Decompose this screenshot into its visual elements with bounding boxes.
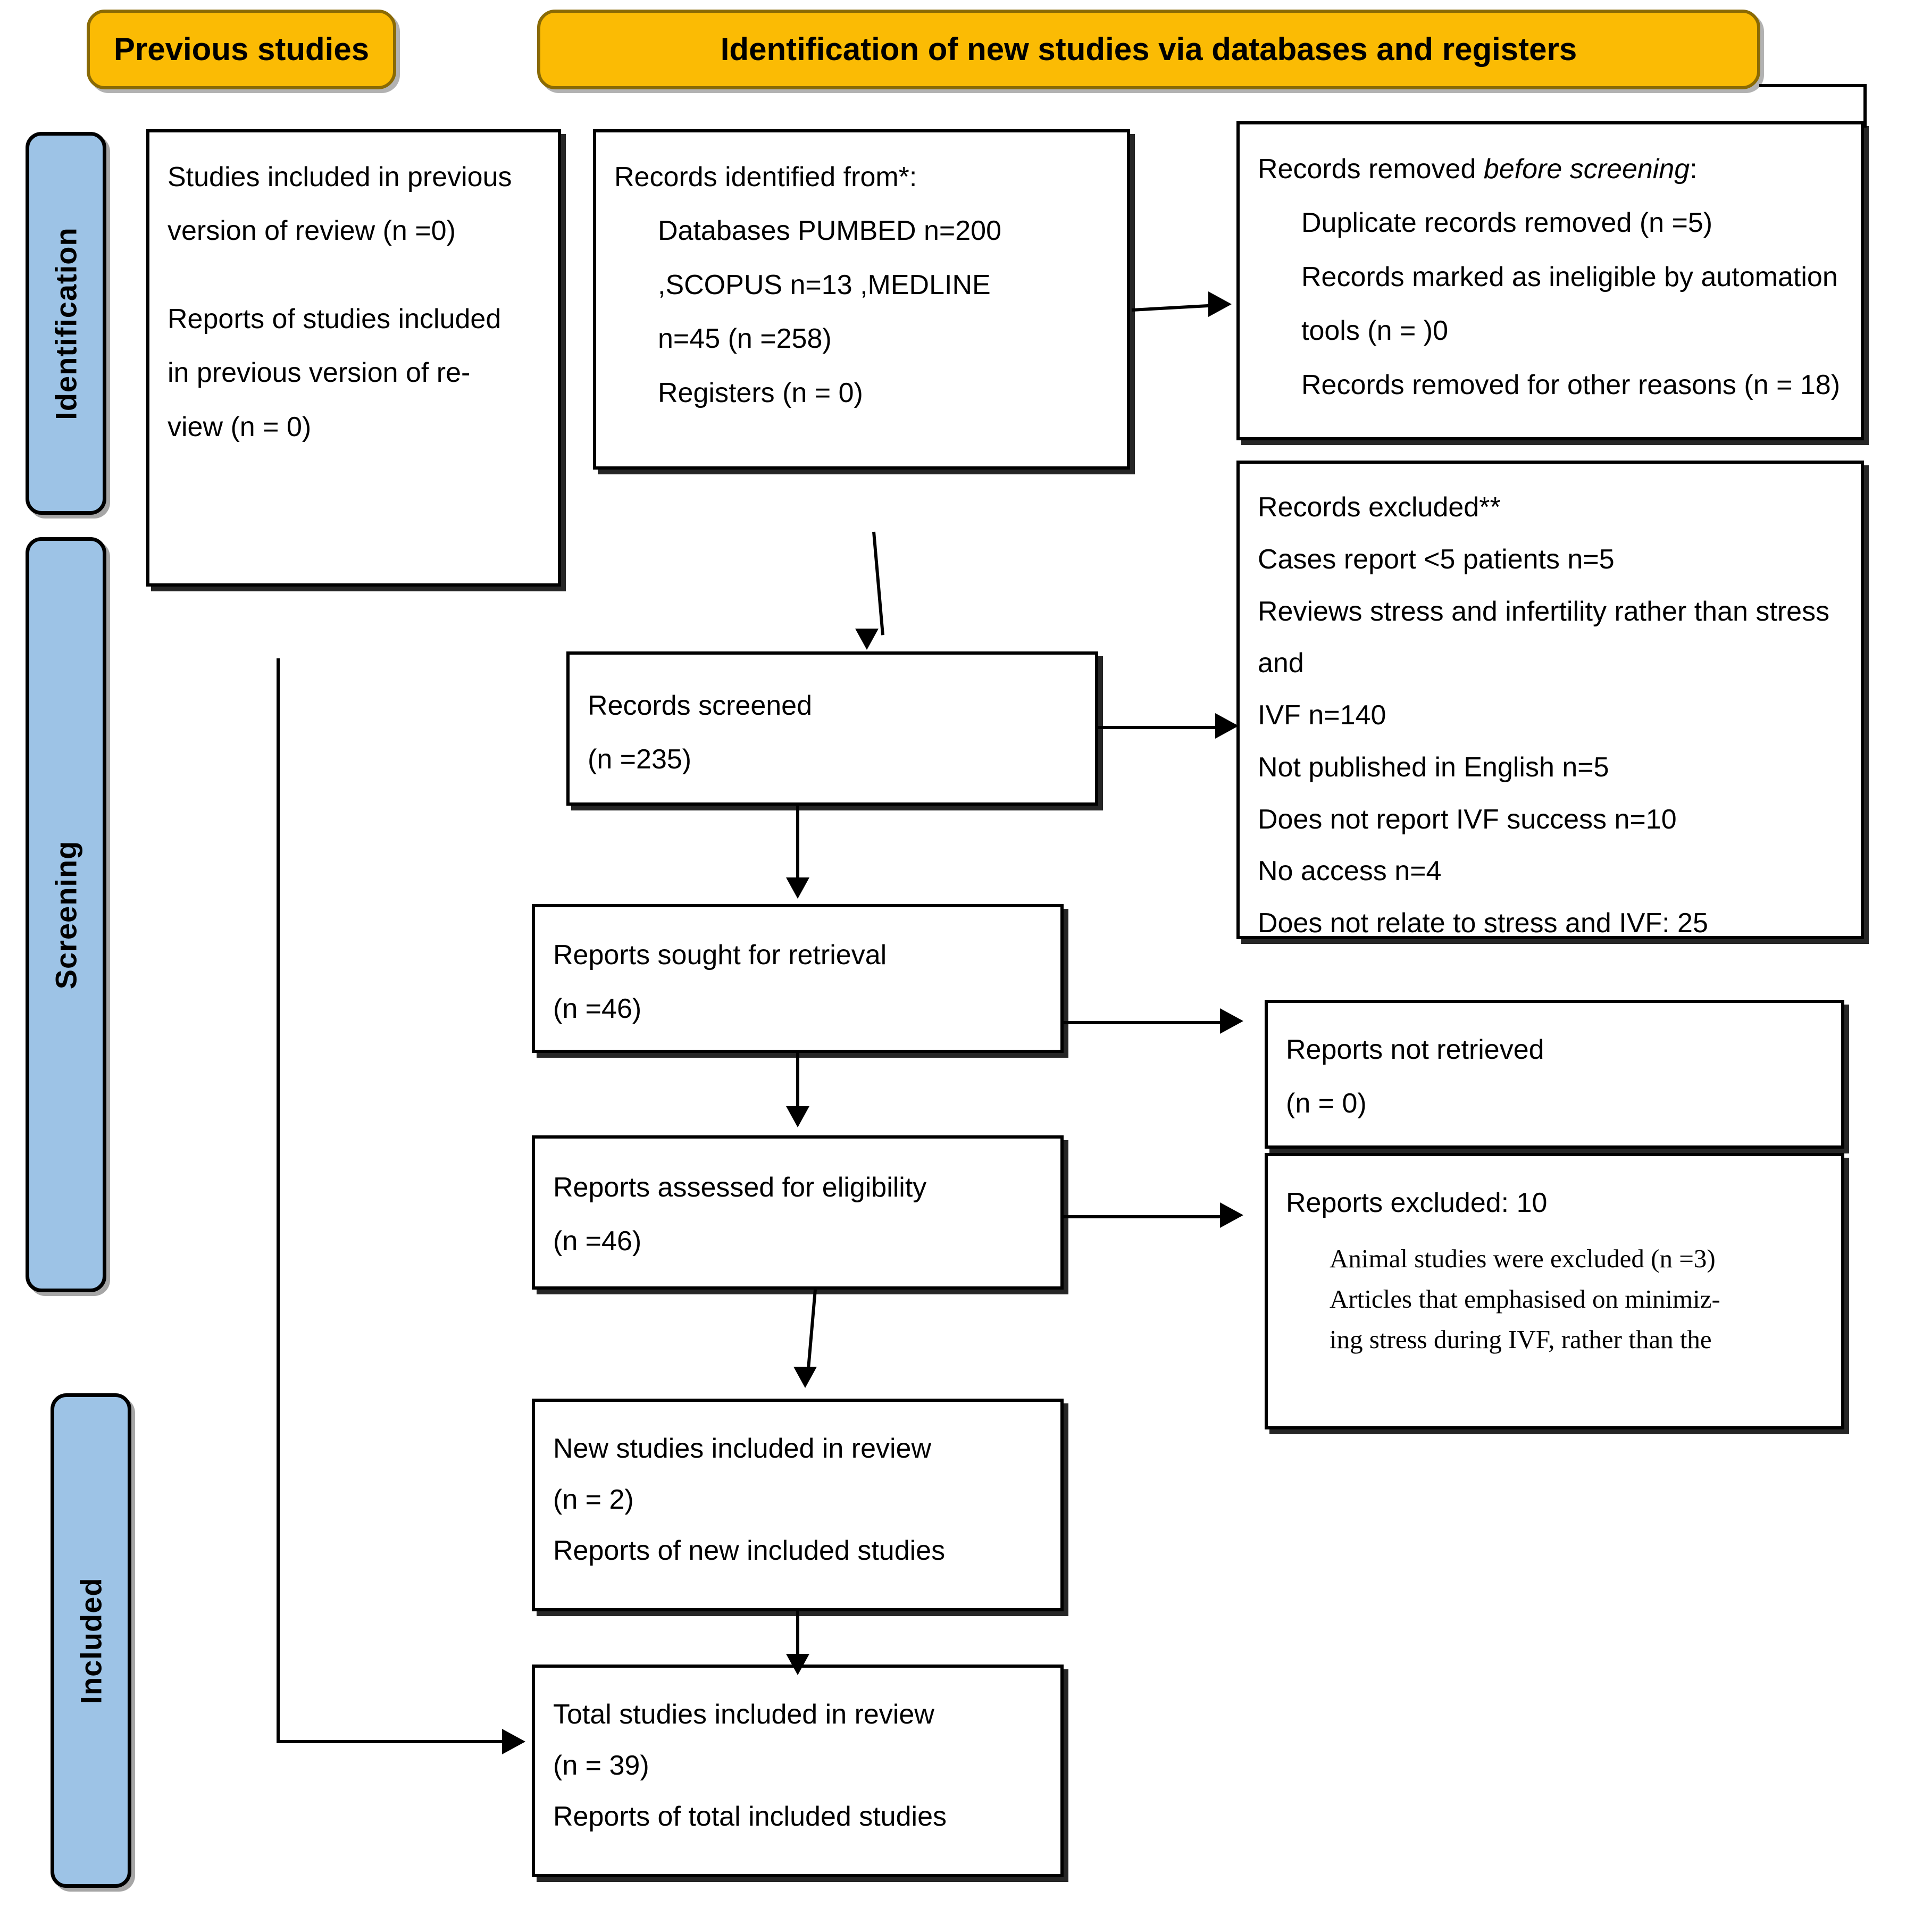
records-identified-line1: Records identified from*: bbox=[614, 162, 917, 193]
box-records-screened: Records screened (n =235) bbox=[566, 651, 1098, 806]
box-total-studies-included: Total studies included in review (n = 39… bbox=[532, 1665, 1064, 1877]
connector-identified-to-screened-line bbox=[872, 531, 884, 635]
box-records-excluded: Records excluded** Cases report <5 patie… bbox=[1236, 461, 1864, 939]
records-screened-line1: Records screened bbox=[588, 690, 812, 721]
connector-identified-to-screened-arrowhead bbox=[855, 629, 879, 650]
connector-banner-to-removed-vertical bbox=[1863, 84, 1867, 128]
records-removed-title-plain: Records removed bbox=[1258, 154, 1484, 185]
records-removed-line3: tools (n = )0 bbox=[1301, 315, 1449, 347]
connector-assessed-to-newstudies-line bbox=[806, 1289, 817, 1375]
previous-included-line2: version of review (n =0) bbox=[168, 215, 456, 247]
reports-not-retrieved-line1: Reports not retrieved bbox=[1286, 1034, 1544, 1065]
connector-assessed-to-excluded-arrowhead bbox=[1220, 1202, 1243, 1228]
rail-screening-label: Screening bbox=[49, 840, 83, 989]
total-studies-line3: Reports of total included studies bbox=[553, 1801, 947, 1833]
new-studies-line2: (n = 2) bbox=[553, 1484, 634, 1516]
records-excluded-line1: Records excluded** bbox=[1258, 492, 1501, 523]
connector-screened-to-excluded-line bbox=[1098, 726, 1218, 729]
records-removed-line2: Records marked as ineligible by automati… bbox=[1301, 261, 1838, 292]
rail-included-label: Included bbox=[74, 1577, 108, 1704]
new-studies-line1: New studies included in review bbox=[553, 1433, 932, 1464]
reports-excluded-line3: Articles that emphasised on minimiz- bbox=[1330, 1284, 1720, 1314]
reports-sought-line1: Reports sought for retrieval bbox=[553, 940, 887, 971]
connector-sought-to-notretrieved-line bbox=[1064, 1021, 1223, 1024]
banner-previous-studies-label: Previous studies bbox=[113, 31, 370, 67]
connector-screened-to-excluded-arrowhead bbox=[1215, 713, 1239, 739]
connector-newstudies-to-total-line bbox=[796, 1611, 799, 1665]
records-identified-line5: Registers (n = 0) bbox=[658, 377, 863, 408]
box-reports-not-retrieved: Reports not retrieved (n = 0) bbox=[1265, 1000, 1844, 1149]
box-records-removed-before-screening: Records removed before screening: Duplic… bbox=[1236, 121, 1864, 440]
rail-screening: Screening bbox=[26, 537, 106, 1292]
spacer bbox=[168, 258, 540, 292]
reports-excluded-line1: Reports excluded: 10 bbox=[1286, 1187, 1548, 1218]
banner-previous-studies: Previous studies bbox=[87, 10, 396, 89]
connector-assessed-to-newstudies-arrowhead bbox=[793, 1367, 817, 1388]
rail-included: Included bbox=[51, 1393, 131, 1888]
reports-excluded-line2: Animal studies were excluded (n =3) bbox=[1330, 1244, 1716, 1274]
connector-screened-to-sought-line bbox=[796, 806, 799, 880]
records-excluded-line4: IVF n=140 bbox=[1258, 700, 1386, 731]
connector-banner-to-removed-horizontal bbox=[1759, 84, 1867, 87]
records-excluded-line8: Does not relate to stress and IVF: 25 bbox=[1258, 908, 1708, 939]
records-identified-line2: Databases PUMBED n=200 bbox=[658, 215, 1002, 247]
connector-previous-to-total-horizontal bbox=[277, 1740, 505, 1743]
records-identified-line4: n=45 (n =258) bbox=[658, 323, 832, 355]
rail-identification-label: Identification bbox=[49, 227, 83, 420]
total-studies-line2: (n = 39) bbox=[553, 1750, 649, 1782]
total-studies-line1: Total studies included in review bbox=[553, 1699, 934, 1730]
reports-not-retrieved-line2: (n = 0) bbox=[1286, 1088, 1367, 1119]
banner-identification-new-studies-label: Identification of new studies via databa… bbox=[720, 31, 1577, 67]
previous-included-line3: Reports of studies included bbox=[168, 303, 501, 334]
connector-identified-to-removed-line bbox=[1131, 304, 1211, 312]
rail-identification: Identification bbox=[26, 132, 106, 515]
reports-assessed-line2: (n =46) bbox=[553, 1226, 642, 1257]
connector-screened-to-sought-arrowhead bbox=[786, 877, 809, 899]
records-removed-line4: Records removed for other reasons (n = 1… bbox=[1301, 369, 1841, 400]
records-excluded-line2: Cases report <5 patients n=5 bbox=[1258, 543, 1615, 575]
reports-sought-line2: (n =46) bbox=[553, 993, 642, 1025]
records-screened-line2: (n =235) bbox=[588, 744, 692, 775]
box-previous-studies-included: Studies included in previous version of … bbox=[146, 129, 561, 587]
records-removed-title-colon: : bbox=[1690, 154, 1698, 185]
connector-sought-to-assessed-line bbox=[796, 1053, 799, 1109]
new-studies-line3: Reports of new included studies bbox=[553, 1535, 946, 1567]
reports-assessed-line1: Reports assessed for eligibility bbox=[553, 1172, 927, 1203]
connector-newstudies-to-total-arrowhead bbox=[786, 1654, 809, 1675]
records-removed-line1: Duplicate records removed (n =5) bbox=[1301, 207, 1713, 239]
connector-sought-to-notretrieved-arrowhead bbox=[1220, 1008, 1243, 1034]
records-excluded-line5: Not published in English n=5 bbox=[1258, 751, 1609, 783]
box-reports-assessed-for-eligibility: Reports assessed for eligibility (n =46) bbox=[532, 1135, 1064, 1290]
banner-identification-new-studies: Identification of new studies via databa… bbox=[537, 10, 1760, 89]
box-records-identified: Records identified from*: Databases PUMB… bbox=[593, 129, 1130, 470]
records-excluded-line3: Reviews stress and infertility rather th… bbox=[1258, 596, 1830, 679]
box-new-studies-included: New studies included in review (n = 2) R… bbox=[532, 1399, 1064, 1611]
records-removed-title-italic: before screening bbox=[1483, 154, 1690, 185]
connector-sought-to-assessed-arrowhead bbox=[786, 1106, 809, 1127]
reports-excluded-line4: ing stress during IVF, rather than the bbox=[1330, 1325, 1712, 1354]
box-reports-excluded: Reports excluded: 10 Animal studies were… bbox=[1265, 1153, 1844, 1429]
connector-previous-to-total-vertical bbox=[277, 658, 280, 1743]
connector-previous-to-total-arrowhead bbox=[502, 1729, 525, 1754]
box-reports-sought-for-retrieval: Reports sought for retrieval (n =46) bbox=[532, 904, 1064, 1053]
records-identified-line3: ,SCOPUS n=13 ,MEDLINE bbox=[658, 269, 991, 300]
records-excluded-line6: Does not report IVF success n=10 bbox=[1258, 804, 1677, 835]
records-removed-title: Records removed before screening: bbox=[1258, 143, 1843, 196]
connector-identified-to-removed-arrowhead bbox=[1208, 291, 1232, 317]
previous-included-line1: Studies included in previous bbox=[168, 162, 512, 193]
previous-included-line4: in previous version of re- bbox=[168, 357, 471, 389]
connector-assessed-to-excluded-line bbox=[1064, 1215, 1223, 1218]
previous-included-line5: view (n = 0) bbox=[168, 411, 312, 442]
records-excluded-line7: No access n=4 bbox=[1258, 856, 1442, 887]
